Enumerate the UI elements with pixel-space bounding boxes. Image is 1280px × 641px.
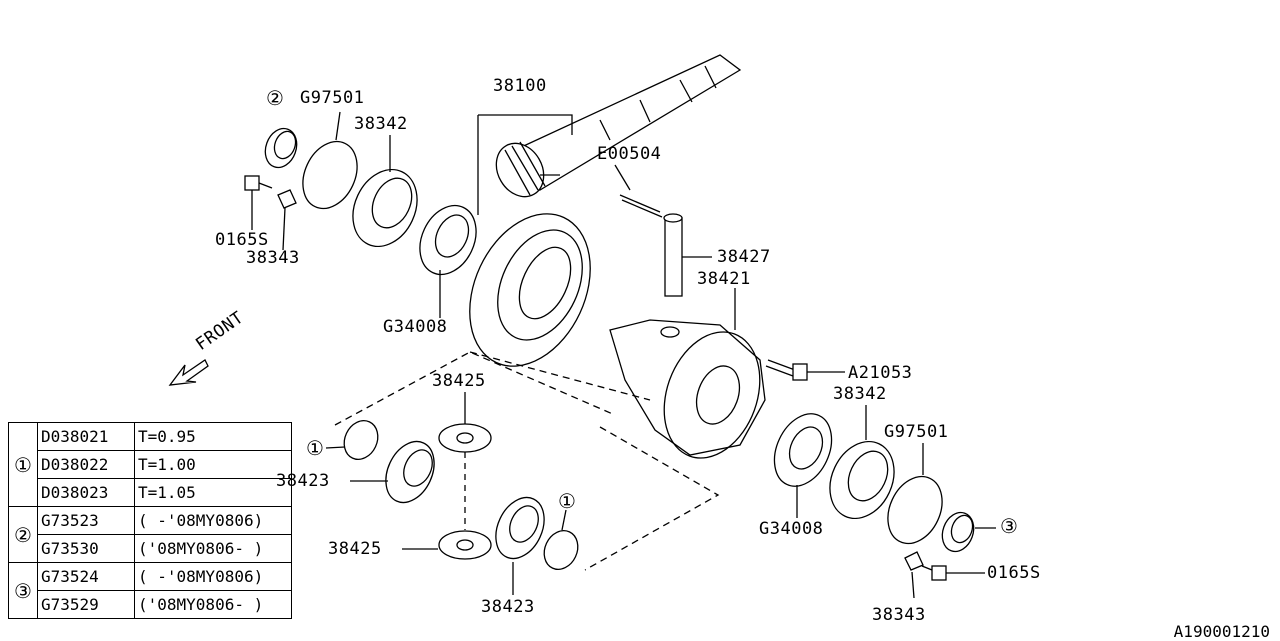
leader-g97501-top <box>335 111 341 141</box>
label-38342-top: 38342 <box>354 114 408 134</box>
shim-g97501-bottom <box>887 475 943 545</box>
drive-pinion-shaft <box>495 54 742 198</box>
ring-gear <box>469 213 591 367</box>
label-38343-top: 38343 <box>246 248 300 268</box>
label-38421: 38421 <box>697 269 751 289</box>
label-38342-bottom: 38342 <box>833 384 887 404</box>
part-value: ( -'08MY0806) <box>134 506 292 535</box>
table-row: D038023 T=1.05 <box>9 478 292 507</box>
bolt-0165s-bottom <box>921 565 985 581</box>
part-variant-table: ① D038021 T=0.95 D038022 T=1.00 D038023 … <box>8 422 292 619</box>
table-row: ③ G73524 ( -'08MY0806) <box>8 562 292 619</box>
bolt-a21053 <box>765 359 845 381</box>
diagram-reference-code: A190001210 <box>1173 622 1270 641</box>
part-code: G73523 <box>37 506 135 535</box>
label-e00504: E00504 <box>597 144 662 164</box>
retainer-38342-top <box>352 135 418 248</box>
label-g97501-top: G97501 <box>300 88 365 108</box>
retainer-38342-bottom <box>829 405 895 520</box>
washer-1-top <box>343 420 379 460</box>
label-0165s-bottom: 0165S <box>987 563 1041 583</box>
part-code: G73529 <box>37 590 135 619</box>
table-row: G73529 ('08MY0806- ) <box>9 590 292 619</box>
leader-e00504 <box>614 164 631 191</box>
part-code: D038021 <box>37 422 135 451</box>
leader-washer-1-top <box>325 446 346 449</box>
part-value: ('08MY0806- ) <box>134 534 292 563</box>
label-g34008-bottom: G34008 <box>759 519 824 539</box>
pin-e00504 <box>619 194 663 218</box>
part-code: D038022 <box>37 450 135 479</box>
label-g34008-top: G34008 <box>383 317 448 337</box>
label-38423-bottom: 38423 <box>481 597 535 617</box>
pinion-gear-38425-top <box>438 392 492 453</box>
table-row: ① D038021 T=0.95 <box>8 422 292 507</box>
label-g97501-bottom: G97501 <box>884 422 949 442</box>
part-value: ('08MY0806- ) <box>134 590 292 619</box>
callout-3-bottom: ③ <box>1000 514 1019 538</box>
group-mark-2: ② <box>8 506 38 563</box>
part-value: T=0.95 <box>134 422 292 451</box>
side-gear-38423-top <box>350 440 435 504</box>
pinion-shaft-38427 <box>663 213 712 297</box>
table-row: ② G73523 ( -'08MY0806) <box>8 506 292 563</box>
part-value: T=1.05 <box>134 478 292 507</box>
leader-38100 <box>477 114 573 215</box>
callout-1-bottom: ① <box>558 489 577 513</box>
part-code: D038023 <box>37 478 135 507</box>
side-gear-group-outline <box>334 351 720 571</box>
label-38343-bottom: 38343 <box>872 605 926 625</box>
label-38425-bottom: 38425 <box>328 539 382 559</box>
table-row: D038022 T=1.00 <box>9 450 292 479</box>
lock-plate-38343-bottom <box>904 551 924 599</box>
table-row: G73530 ('08MY0806- ) <box>9 534 292 563</box>
part-code: G73524 <box>37 562 135 591</box>
callout-2-top: ② <box>266 86 285 110</box>
part-value: T=1.00 <box>134 450 292 479</box>
label-0165s-top: 0165S <box>215 230 269 250</box>
front-arrow-icon <box>168 359 209 386</box>
bearing-g34008-bottom <box>773 413 833 518</box>
callout-1-top: ① <box>306 436 325 460</box>
oil-seal-top <box>264 127 298 169</box>
washer-1-bottom <box>543 530 579 570</box>
label-38100: 38100 <box>493 76 547 96</box>
part-value: ( -'08MY0806) <box>134 562 292 591</box>
side-gear-38423-bottom <box>495 496 545 595</box>
group-mark-3: ③ <box>8 562 38 619</box>
pinion-gear-38425-bottom <box>402 530 492 560</box>
bolt-0165s-top <box>244 175 273 230</box>
label-a21053: A21053 <box>848 363 913 383</box>
shim-g97501-top <box>302 140 358 210</box>
leader-washer-1-bottom <box>561 509 567 531</box>
lock-plate-38343-top <box>277 189 297 251</box>
oil-seal-bottom <box>941 511 996 553</box>
part-code: G73530 <box>37 534 135 563</box>
group-mark-1: ① <box>8 422 38 507</box>
bearing-g34008-top <box>419 204 477 318</box>
differential-case <box>609 288 766 459</box>
label-38425-top: 38425 <box>432 371 486 391</box>
label-38427: 38427 <box>717 247 771 267</box>
